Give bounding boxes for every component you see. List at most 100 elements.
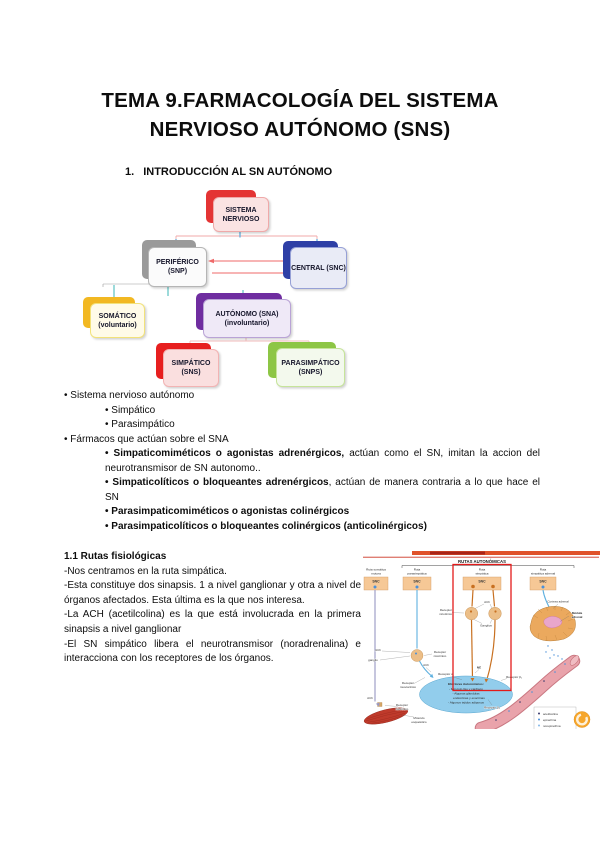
snc-box xyxy=(363,576,389,591)
bullet-subitem: • Parasimpaticomiméticos o agonistas col… xyxy=(105,506,350,517)
drug-description: actúan como el SN, imitan la accion del … xyxy=(105,448,540,474)
skeletal-muscle xyxy=(363,702,409,725)
figure-top-band-dark xyxy=(430,551,485,555)
node-label: (SNPS) xyxy=(298,368,323,376)
orange-logo-icon xyxy=(573,711,591,728)
node-box: PERIFÉRICO (SNP) xyxy=(148,247,207,287)
node-box: PARASIMPÁTICO (SNPS) xyxy=(276,348,345,387)
snc-boxes: SNC SNC SNC SNC xyxy=(363,576,557,591)
bullet-subitem: • Simpaticomiméticos o agonistas adrenér… xyxy=(105,447,540,476)
node-label: SISTEMA xyxy=(225,206,257,214)
sympathetic-postganglionic-right xyxy=(485,619,496,682)
sympathetic-axon-left xyxy=(471,589,474,607)
ganglios-label: Ganglios xyxy=(480,624,492,628)
vessel-lumen xyxy=(475,655,580,734)
page-title: TEMA 9.FARMACOLOGÍA DEL SISTEMA NERVIOSO… xyxy=(0,87,600,144)
node-box: SISTEMA NERVIOSO xyxy=(213,197,269,232)
sympathetic-axon-right xyxy=(492,589,496,607)
snc-label: SNC xyxy=(478,580,486,584)
concept-map: SISTEMA NERVIOSO PERIFÉRICO (SNP) CENTRA… xyxy=(80,188,460,388)
col1-header: motora xyxy=(371,572,381,576)
paragraph: -Nos centramos en la ruta simpática. xyxy=(64,565,227,577)
autonomic-effectors: Efectores Autonómicos: - Músculo liso y … xyxy=(419,675,513,714)
node-periferico: PERIFÉRICO (SNP) xyxy=(142,240,207,287)
receptor-beta1-label: Receptor β₁ xyxy=(506,675,522,679)
medula-adrenal-label: Médula xyxy=(572,611,583,615)
ach-label: ACh xyxy=(375,648,381,652)
col2-header: Ruta xyxy=(414,568,421,572)
receptor-beta2-label: Receptor β₂ xyxy=(484,706,501,710)
label-pointers xyxy=(379,603,570,718)
ganglion-soma xyxy=(415,652,417,655)
col3-header: Ruta xyxy=(479,568,486,572)
ganglia xyxy=(410,607,502,662)
node-label: SIMPÁTICO xyxy=(171,360,211,367)
receptor-muscarinico-label: muscarínico xyxy=(400,685,417,689)
node-central: CENTRAL (SNC) xyxy=(283,241,347,289)
ganglion-soma xyxy=(494,610,497,613)
paragraph: -El SN simpático libera el neurotransmis… xyxy=(64,638,361,665)
legend-label: norepinefrina xyxy=(543,724,561,728)
receptor-nicotinico-label: nicotínico xyxy=(439,612,452,616)
effectors-oval xyxy=(419,675,513,714)
sympathetic-route-highlight-box xyxy=(452,563,512,692)
ach-label: ACh xyxy=(367,696,373,700)
subsection-rutas-fisiologicas: 1.1 Rutas fisiológicas -Nos centramos en… xyxy=(64,550,361,667)
subsection-heading: 1.1 Rutas fisiológicas xyxy=(64,551,167,562)
adrenal-gland xyxy=(529,606,576,642)
musculo-esqueletico-label: esquelético xyxy=(411,720,427,724)
medula-adrenal-label: adrenal xyxy=(572,615,583,619)
neuron-soma xyxy=(541,585,545,589)
legend-dot xyxy=(538,724,540,727)
figure-legend: acetilcolina epinefrina norepinefrina xyxy=(533,706,577,730)
node-label: SOMÁTICO xyxy=(98,312,137,320)
col4-header: Ruta xyxy=(540,568,547,572)
left-right-arrows xyxy=(208,258,290,276)
sympathetic-ganglion xyxy=(464,607,478,621)
parasympathetic-ganglion xyxy=(410,649,424,662)
hormone-dots xyxy=(545,645,563,660)
node-label: (voluntario) xyxy=(98,321,137,329)
cortex-striations xyxy=(532,606,574,642)
figure-top-band xyxy=(412,551,600,555)
bullet-subitem: • Parasimpaticolíticos o bloqueantes col… xyxy=(105,520,427,532)
col1-header: Ruta somática xyxy=(366,568,386,572)
effectors-title: Efectores Autonómicos: xyxy=(448,682,484,686)
bullet-item: • Fármacos que actúan sobre el SNA xyxy=(64,433,229,445)
receptor-nicotinico-label: nicotínico xyxy=(396,707,409,711)
bullet-list: • Sistema nervioso autónomo • Simpático … xyxy=(64,389,540,534)
bullet-subitem: • Simpaticolíticos o bloqueantes adrenér… xyxy=(105,476,540,505)
node-label: (involuntario) xyxy=(224,319,270,327)
sympathetic-postganglionic-left xyxy=(470,619,474,680)
section-heading: 1.INTRODUCCIÓN AL SN AUTÓNOMO xyxy=(125,166,332,178)
neuron-soma xyxy=(471,584,475,589)
receptor-nicotinico-label: nicotínico xyxy=(434,654,447,658)
node-box: SOMÁTICO (voluntario) xyxy=(90,303,145,338)
ach-label: ACh xyxy=(484,600,490,604)
figure-labels: ACh Receptor nicotínico Ganglios ACh gan… xyxy=(367,599,583,724)
node-label: (SNP) xyxy=(167,268,188,275)
neuron-soma xyxy=(491,584,495,589)
bullet-subitem: • Simpático xyxy=(105,404,156,416)
paragraph: -La ACH (acetilcolina) es la que está in… xyxy=(64,609,361,635)
figure-canvas: RUTAS AUTONÓMICAS Ruta somática motora R… xyxy=(363,551,600,735)
legend-label: acetilcolina xyxy=(543,712,558,716)
col2-header: parasimpática xyxy=(407,572,427,576)
figure-title: RUTAS AUTONÓMICAS xyxy=(458,559,506,564)
node-box: SIMPÁTICO (SNS) xyxy=(163,349,219,387)
figure-column-bracket xyxy=(401,565,575,568)
col3-header: simpática xyxy=(475,572,488,576)
drug-term: • Simpaticolíticos o bloqueantes adrenér… xyxy=(105,477,329,488)
ach-label: ACh xyxy=(423,663,429,667)
vessel-opening xyxy=(569,655,580,666)
musculo-esqueletico-label: Músculo xyxy=(413,716,425,720)
paragraph: -Esta constituye dos sinapsis. 1 a nivel… xyxy=(64,580,361,606)
snc-label: SNC xyxy=(413,580,421,584)
receptor-nicotinico-label: Receptor xyxy=(434,650,446,654)
node-label: AUTÓNOMO (SNA) xyxy=(215,310,279,318)
effectors-item: - Algunos tejidos adiposos xyxy=(448,701,484,705)
autonomo-bracket-line xyxy=(189,336,310,348)
node-label: NERVIOSO xyxy=(222,215,260,223)
page-title-line1: TEMA 9.FARMACOLOGÍA DEL SISTEMA xyxy=(101,89,499,112)
